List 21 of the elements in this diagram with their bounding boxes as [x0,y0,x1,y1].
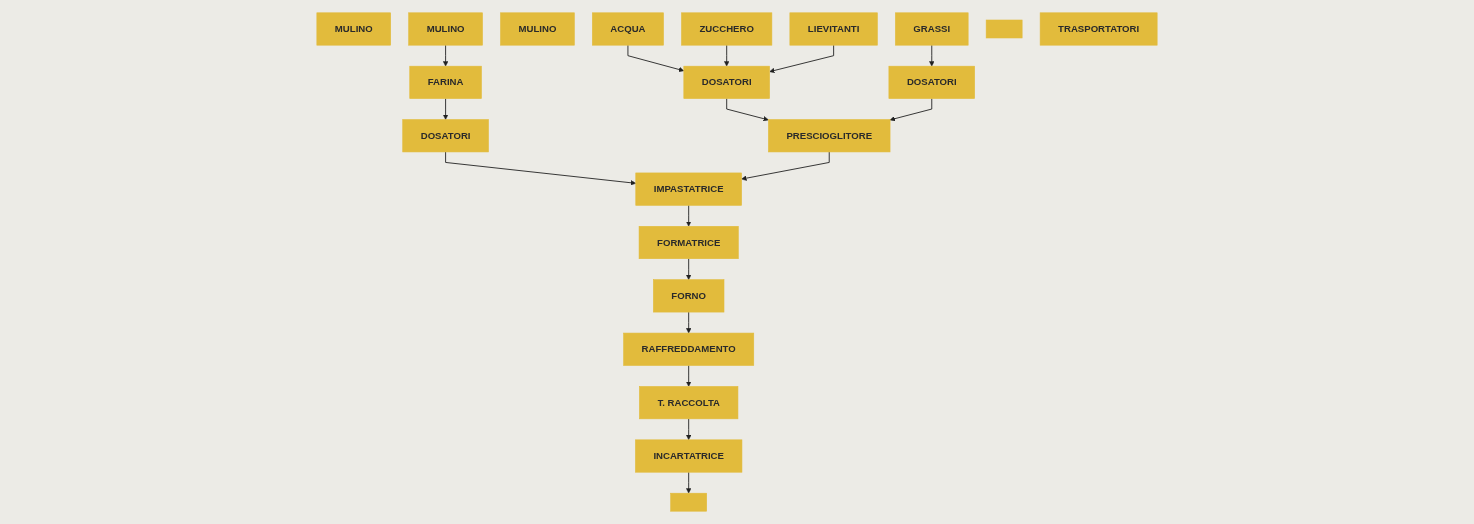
node-box: T. RACCOLTA [639,386,739,420]
node-box: ZUCCHERO [681,12,773,46]
node-box: DOSATORI [888,65,975,99]
node-box: FARINA [409,65,482,99]
node-box: DOSATORI [683,65,770,99]
node-box: FORMATRICE [638,226,739,259]
node-box: MULINO [500,12,575,46]
node-box: PRESCIOGLITORE [768,119,891,153]
node-box: MULINO [408,12,483,46]
node-box: IMPASTATRICE [635,172,742,206]
node-box [985,19,1023,39]
node-box: RAFFREDDAMENTO [623,332,755,366]
node-box: LIEVITANTI [789,12,878,46]
node-box: ACQUA [592,12,664,46]
node-box: MULINO [316,12,391,46]
node-box: GRASSI [895,12,969,46]
node-box: TRASPORTATORI [1039,12,1158,46]
node-box [670,492,707,512]
node-box: FORNO [653,279,725,313]
node-box: DOSATORI [402,119,489,153]
node-box: INCARTATRICE [635,439,743,473]
